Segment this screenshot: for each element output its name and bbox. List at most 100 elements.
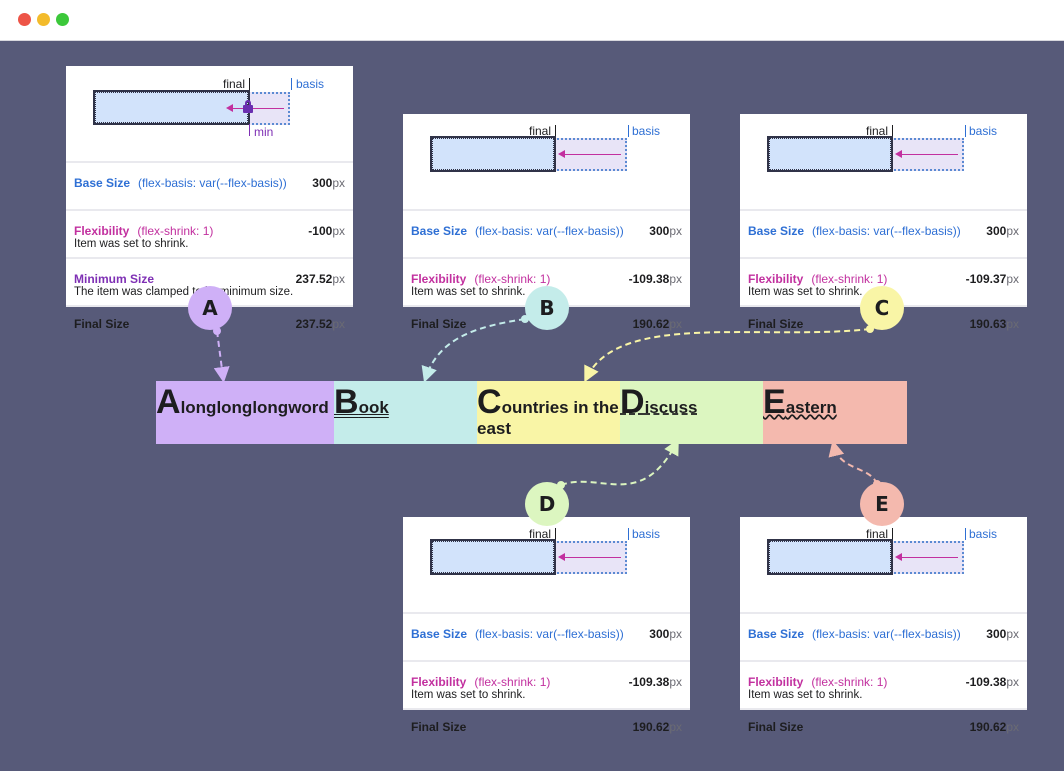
size-diagram: final basis min	[66, 66, 353, 161]
row-title: Flexibility	[411, 272, 467, 286]
row-title: Final Size	[748, 720, 804, 734]
basis-label: basis	[969, 527, 998, 541]
flex-item-d[interactable]: Discuss	[620, 381, 763, 444]
row-property: (flex-basis: var(--flex-basis))	[475, 627, 624, 641]
item-text: astern	[785, 398, 837, 417]
row-value: 190.62	[632, 317, 670, 331]
row-value: 300	[312, 176, 333, 190]
shrink-arrow	[232, 108, 284, 109]
row-note: Item was set to shrink.	[411, 689, 526, 701]
item-initial: D	[620, 383, 645, 421]
row-value: 190.62	[969, 720, 1007, 734]
flex-item-c[interactable]: Countries in the east	[477, 381, 620, 444]
base-size-row: Base Size (flex-basis: var(--flex-basis))…	[740, 612, 1027, 660]
flexibility-row: Flexibility(flex-shrink: 1)Item was set …	[740, 257, 1027, 305]
badge-e: E	[860, 482, 904, 526]
canvas-stage: final basis min Base Size (flex-basis: va…	[0, 41, 1064, 771]
shrink-arrow-head	[226, 104, 233, 112]
row-value: -109.37	[965, 272, 1007, 286]
base-size-row: Base Size (flex-basis: var(--flex-basis))…	[403, 209, 690, 257]
final-tick	[892, 528, 893, 540]
final-tick	[892, 125, 893, 137]
row-title: Flexibility	[748, 675, 804, 689]
item-initial: E	[763, 383, 786, 421]
row-note: Item was set to shrink.	[748, 689, 863, 701]
shrink-arrow	[563, 557, 621, 558]
final-box	[93, 90, 250, 125]
row-property: (flex-shrink: 1)	[811, 272, 888, 286]
flex-container: Alonglonglongword Book Countries in the …	[156, 381, 907, 444]
size-diagram: final basis	[740, 114, 1027, 209]
row-value: -109.38	[628, 675, 670, 689]
final-label: final	[866, 124, 889, 138]
row-property: (flex-basis: var(--flex-basis))	[812, 224, 961, 238]
basis-label: basis	[969, 124, 998, 138]
row-value: 300	[986, 224, 1007, 238]
flex-item-e[interactable]: Eastern	[763, 381, 907, 444]
row-value: 300	[986, 627, 1007, 641]
flexibility-row: Flexibility(flex-shrink: 1) Item was set…	[66, 209, 353, 257]
row-title: Flexibility	[74, 224, 130, 238]
panel-item-a: final basis min Base Size(flex-basis: va…	[66, 66, 353, 331]
final-box	[767, 539, 893, 575]
arrow-b	[421, 318, 526, 383]
row-value: 300	[649, 224, 670, 238]
row-title: Final Size	[411, 720, 467, 734]
row-property: (flex-basis: var(--flex-basis))	[812, 627, 961, 641]
final-box	[430, 539, 556, 575]
row-title: Base Size	[411, 627, 468, 641]
row-property: (flex-shrink: 1)	[474, 675, 551, 689]
badge-d: D	[525, 482, 569, 526]
row-title: Base Size	[748, 627, 805, 641]
shrink-arrow-head	[895, 150, 902, 158]
flex-item-b[interactable]: Book	[334, 381, 477, 444]
item-text: ountries in the east	[477, 398, 619, 438]
row-property: (flex-shrink: 1)	[474, 272, 551, 286]
item-text: longlonglongword	[180, 398, 329, 417]
min-label: min	[254, 125, 274, 139]
final-tick	[555, 528, 556, 540]
badge-b: B	[525, 286, 569, 330]
shrink-arrow-head	[558, 553, 565, 561]
shrink-arrow	[563, 154, 621, 155]
maximize-window-button[interactable]	[56, 13, 69, 26]
row-value: 190.62	[632, 720, 670, 734]
item-text: iscuss	[644, 398, 698, 417]
row-value: -109.38	[965, 675, 1007, 689]
row-title: Base Size	[411, 224, 468, 238]
base-size-row: Base Size(flex-basis: var(--flex-basis))…	[66, 161, 353, 209]
badge-c: C	[860, 286, 904, 330]
close-window-button[interactable]	[18, 13, 31, 26]
row-value: 237.52	[295, 317, 333, 331]
row-title: Minimum Size	[74, 272, 155, 286]
flexibility-row: Flexibility(flex-shrink: 1)Item was set …	[403, 257, 690, 305]
item-text: ook	[358, 398, 389, 417]
basis-tick	[628, 125, 629, 137]
row-title: Flexibility	[411, 675, 467, 689]
arrow-c	[584, 328, 871, 383]
row-value: 300	[649, 627, 670, 641]
basis-tick	[965, 125, 966, 137]
row-property: (flex-shrink: 1)	[137, 224, 214, 238]
row-property: (flex-basis: var(--flex-basis))	[138, 176, 287, 190]
flexibility-row: Flexibility (flex-shrink: 1)Item was set …	[740, 660, 1027, 708]
row-note: Item was set to shrink.	[748, 286, 863, 298]
shrink-arrow	[900, 557, 958, 558]
final-label: final	[866, 527, 889, 541]
badge-a: A	[188, 286, 232, 330]
arrow-e	[828, 440, 878, 485]
item-initial: C	[477, 383, 502, 421]
flex-item-a[interactable]: Alonglonglongword	[156, 381, 334, 444]
row-property: (flex-shrink: 1)	[811, 675, 888, 689]
minimize-window-button[interactable]	[37, 13, 50, 26]
row-property: (flex-basis: var(--flex-basis))	[475, 224, 624, 238]
base-size-row: Base Size (flex-basis: var(--flex-basis))…	[403, 612, 690, 660]
item-initial: B	[334, 383, 359, 421]
